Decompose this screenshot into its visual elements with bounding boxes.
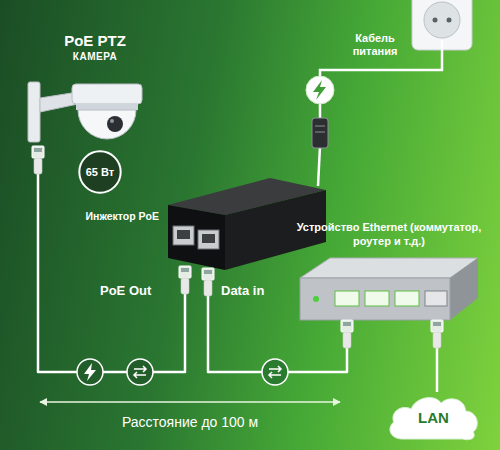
rj45-plug: [179, 266, 191, 294]
lan-cloud: LAN: [385, 392, 482, 442]
node-text: КАМЕРА: [32, 50, 158, 63]
node-text: Устройство Ethernet (коммутатор, роутер …: [296, 220, 482, 248]
power-icon: [77, 359, 103, 385]
rj45-plug: [341, 320, 353, 348]
ethernet-device: Устройство Ethernet (коммутатор, роутер …: [298, 255, 480, 322]
distance-label: Расстояние до 100 м: [60, 414, 320, 430]
node-text: 65 Вт: [86, 166, 114, 178]
node-text: PoE PTZ: [32, 32, 158, 50]
data-icon: [127, 359, 153, 385]
port-label: Data in: [221, 283, 264, 298]
camera-node: PoE PTZКАМЕРА: [32, 32, 158, 148]
node-text: LAN: [418, 409, 449, 426]
dimension-line: [40, 401, 340, 402]
shape-outline: [79, 151, 120, 192]
shape-outline: [390, 398, 477, 440]
ptz-camera: [28, 82, 142, 142]
rj45-plug: [431, 320, 443, 348]
power-badge: 65 Вт: [78, 150, 122, 194]
ethernet-switch: [300, 258, 478, 320]
power-plug: [312, 118, 328, 148]
power-icon: [306, 76, 334, 104]
cable-connector: [38, 148, 185, 372]
rj45-plug: [32, 146, 44, 174]
power-cable: [318, 146, 320, 186]
data-icon: [262, 359, 288, 385]
cable-label: Кабель питания: [333, 32, 417, 58]
rj45-plug: [202, 268, 214, 296]
node-text: Инжектор PoE: [86, 210, 159, 222]
port-label: PoE Out: [100, 283, 151, 298]
